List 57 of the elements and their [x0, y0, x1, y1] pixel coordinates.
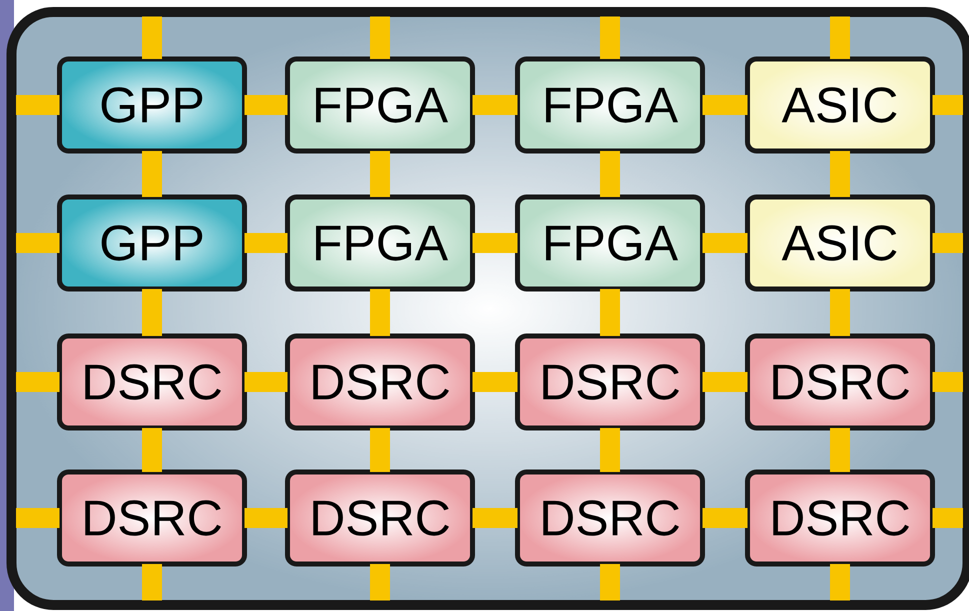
- chip-box: FPGA: [285, 194, 475, 292]
- connector-bar: [932, 95, 963, 115]
- connector-bar: [142, 151, 162, 197]
- connector-bar: [244, 233, 288, 253]
- connector-bar: [244, 372, 288, 392]
- connector-bar: [472, 233, 518, 253]
- connector-bar: [830, 16, 850, 59]
- connector-bar: [830, 151, 850, 197]
- connector-bar: [142, 16, 162, 59]
- board-box: [6, 7, 969, 610]
- connector-bar: [600, 428, 620, 472]
- connector-bar: [244, 508, 288, 528]
- connector-bar: [702, 95, 748, 115]
- connector-bar: [370, 428, 390, 472]
- connector-bar: [600, 151, 620, 197]
- connector-bar: [142, 428, 162, 472]
- chip-box: DSRC: [57, 334, 247, 430]
- connector-bar: [472, 372, 518, 392]
- chip-box: DSRC: [57, 470, 247, 566]
- connector-bar: [600, 16, 620, 59]
- connector-bar: [932, 372, 963, 392]
- connector-bar: [472, 95, 518, 115]
- chip-box: ASIC: [745, 56, 935, 154]
- connector-bar: [370, 16, 390, 59]
- connector-bar: [16, 372, 60, 392]
- connector-bar: [830, 564, 850, 600]
- connector-bar: [600, 289, 620, 336]
- connector-bar: [830, 289, 850, 336]
- chip-box: DSRC: [285, 334, 475, 430]
- connector-bar: [830, 428, 850, 472]
- chip-box: DSRC: [515, 334, 705, 430]
- chip-box: GPP: [57, 56, 247, 154]
- connector-bar: [244, 95, 288, 115]
- chip-box: DSRC: [745, 334, 935, 430]
- chip-box: DSRC: [515, 470, 705, 566]
- connector-bar: [16, 233, 60, 253]
- connector-bar: [702, 372, 748, 392]
- chip-box: FPGA: [515, 194, 705, 292]
- connector-bar: [370, 564, 390, 600]
- connector-bar: [370, 289, 390, 336]
- chip-box: GPP: [57, 194, 247, 292]
- connector-bar: [932, 508, 963, 528]
- connector-bar: [702, 508, 748, 528]
- chip-box: ASIC: [745, 194, 935, 292]
- chip-box: FPGA: [515, 56, 705, 154]
- connector-bar: [370, 151, 390, 197]
- connector-bar: [16, 508, 60, 528]
- connector-bar: [16, 95, 60, 115]
- chip-box: DSRC: [745, 470, 935, 566]
- connector-bar: [600, 564, 620, 600]
- connector-bar: [472, 508, 518, 528]
- chip-box: FPGA: [285, 56, 475, 154]
- chip-box: DSRC: [285, 470, 475, 566]
- connector-bar: [702, 233, 748, 253]
- connector-bar: [932, 233, 963, 253]
- connector-bar: [142, 564, 162, 600]
- connector-bar: [142, 289, 162, 336]
